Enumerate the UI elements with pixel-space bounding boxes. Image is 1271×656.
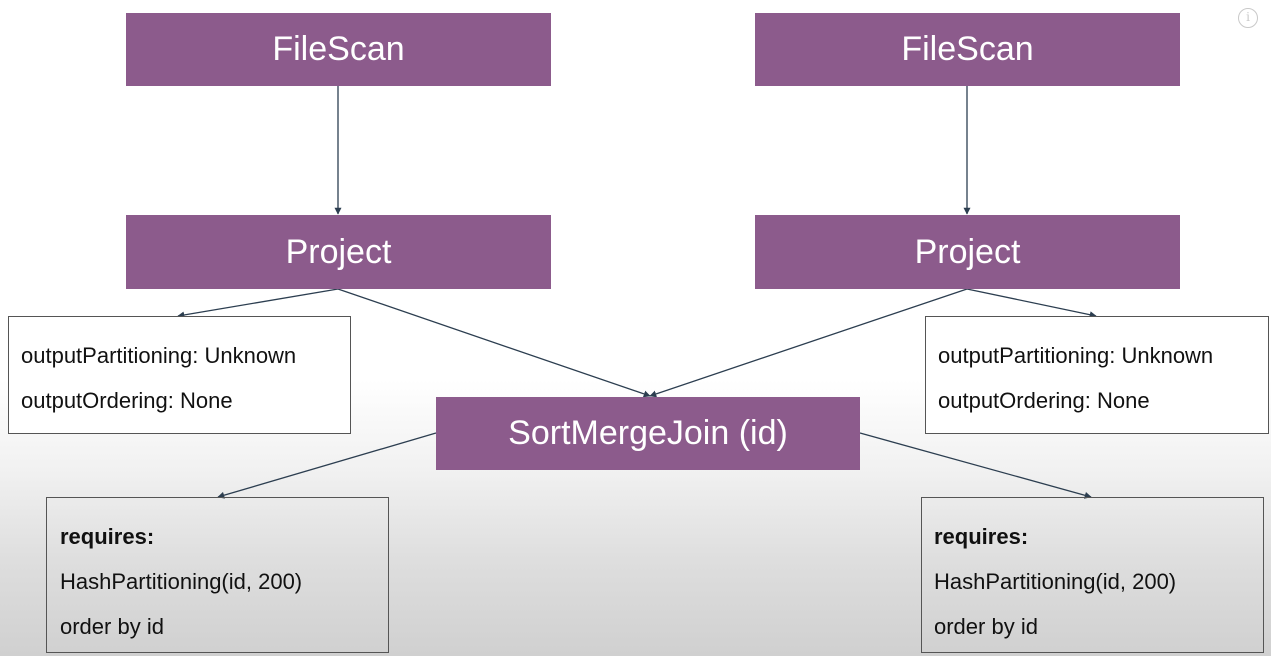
project-right-node: Project [755, 215, 1180, 289]
project-left-label: Project [285, 232, 392, 271]
requires-right-partitioning: HashPartitioning(id, 200) [934, 569, 1177, 594]
requires-left-ordering: order by id [60, 614, 164, 639]
project-right-label: Project [914, 232, 1021, 271]
output-partitioning-left: outputPartitioning: Unknown [21, 343, 297, 368]
requires-right-heading: requires: [934, 524, 1029, 549]
requires-left: requires: HashPartitioning(id, 200) orde… [46, 497, 389, 653]
output-properties-right: outputPartitioning: Unknown outputOrderi… [925, 316, 1269, 434]
edge-project-left-to-output-left [177, 288, 339, 319]
requires-right-ordering: order by id [934, 614, 1038, 639]
info-icon[interactable]: i [1238, 8, 1258, 28]
edge-join-to-requires-right [859, 432, 1092, 499]
requires-left-heading: requires: [60, 524, 155, 549]
edge-join-to-requires-left [217, 432, 437, 499]
requires-right: requires: HashPartitioning(id, 200) orde… [921, 497, 1264, 653]
filescan-right-node: FileScan [755, 13, 1180, 86]
edge-project-left-to-join [337, 288, 651, 398]
project-left-node: Project [126, 215, 551, 289]
edge-project-right-to-output-right [966, 288, 1097, 319]
output-ordering-right: outputOrdering: None [938, 388, 1150, 413]
filescan-right-label: FileScan [901, 30, 1034, 68]
output-ordering-left: outputOrdering: None [21, 388, 233, 413]
sortmergejoin-node: SortMergeJoin (id) [436, 397, 860, 470]
filescan-left-label: FileScan [272, 30, 405, 68]
sortmergejoin-label: SortMergeJoin (id) [508, 414, 788, 452]
requires-left-partitioning: HashPartitioning(id, 200) [60, 569, 303, 594]
edge-project-right-to-join [649, 288, 968, 398]
filescan-left-node: FileScan [126, 13, 551, 86]
info-icon-glyph: i [1246, 10, 1250, 24]
output-properties-left: outputPartitioning: Unknown outputOrderi… [8, 316, 351, 434]
output-partitioning-right: outputPartitioning: Unknown [938, 343, 1214, 368]
